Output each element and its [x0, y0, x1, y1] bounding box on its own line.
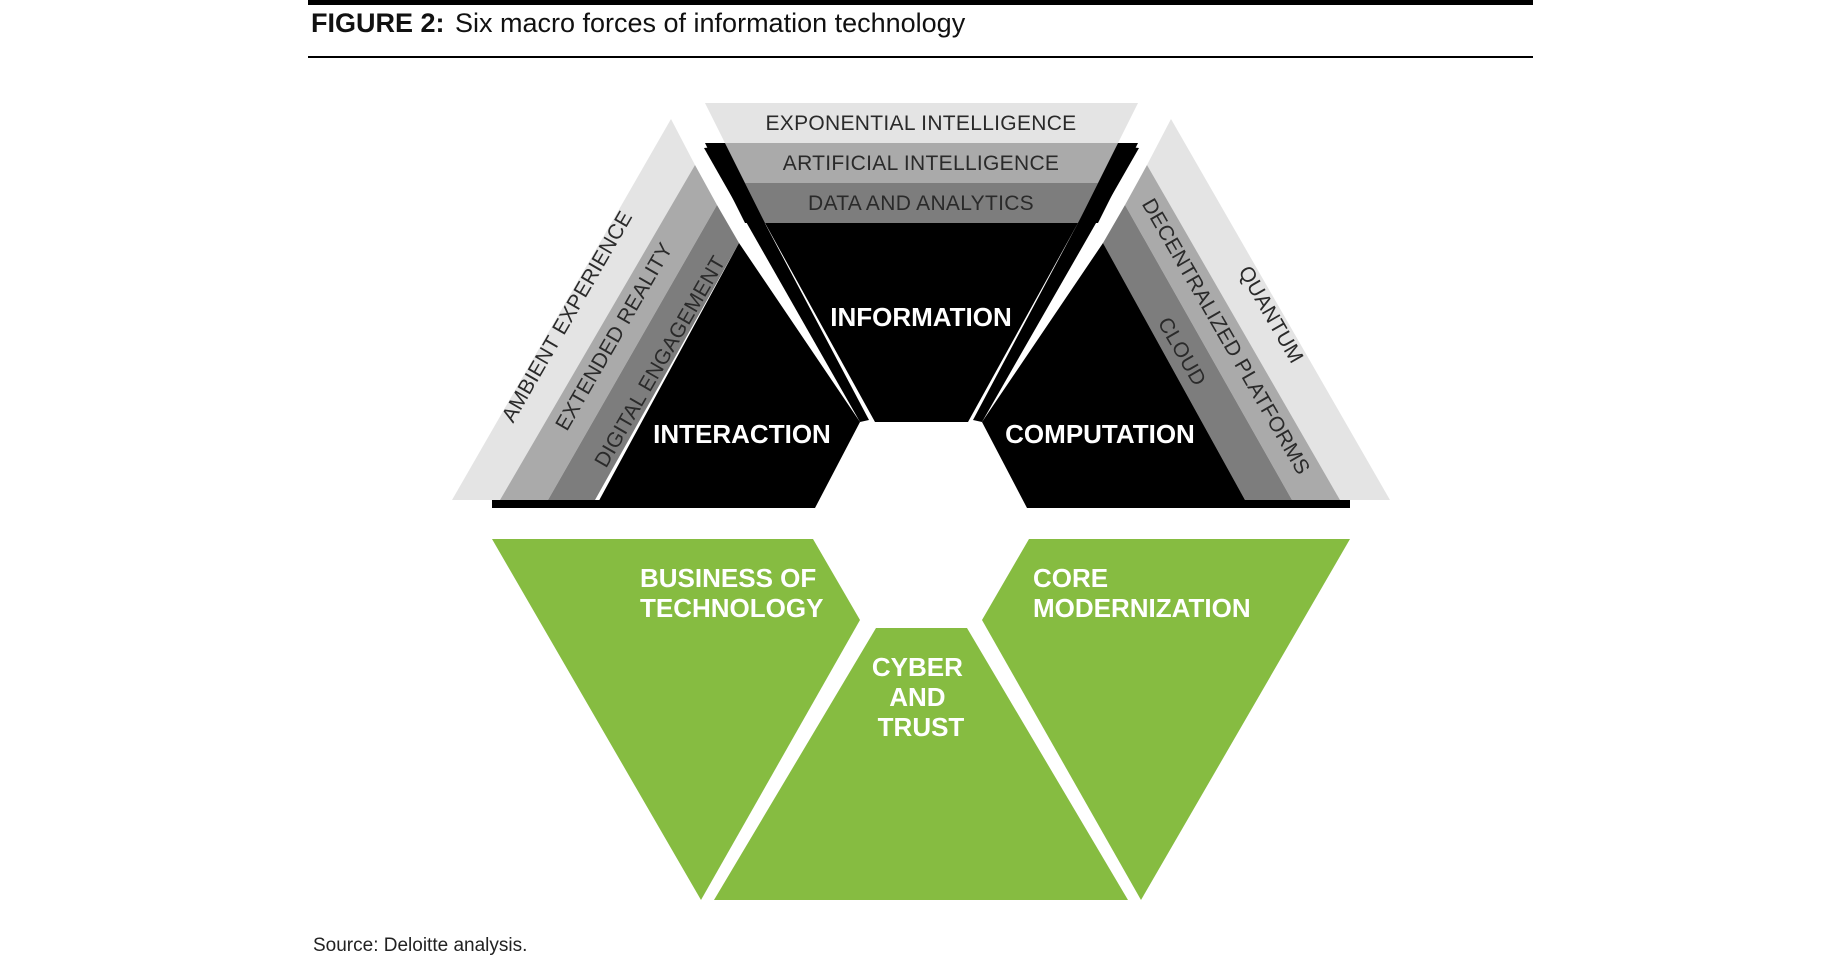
computation-bottom-edge [1027, 500, 1350, 508]
decentralized-platforms-band [1125, 165, 1340, 500]
artificial-intelligence-band [725, 143, 1118, 183]
computation-force: QUANTUM DECENTRALIZED PLATFORMS CLOUD CO… [973, 119, 1390, 508]
cyber-and-trust-force: CYBER AND TRUST [714, 628, 1128, 900]
information-force: EXPONENTIAL INTELLIGENCE ARTIFICIAL INTE… [705, 103, 1138, 422]
data-and-analytics-band [745, 183, 1098, 223]
business-of-technology-line1: BUSINESS OF [640, 563, 816, 593]
core-modernization-force: CORE MODERNIZATION [982, 539, 1350, 900]
figure-title: Six macro forces of information technolo… [455, 8, 966, 38]
business-of-technology-line2: TECHNOLOGY [640, 593, 823, 623]
computation-top-edge [973, 146, 1139, 422]
artificial-intelligence-label: ARTIFICIAL INTELLIGENCE [783, 152, 1059, 175]
figure-label: FIGURE 2: [311, 8, 445, 38]
caption-bottom-rule [308, 56, 1533, 58]
core-modernization-shape [982, 539, 1350, 900]
interaction-bottom-edge [492, 500, 815, 508]
computation-label: COMPUTATION [1005, 419, 1195, 449]
data-and-analytics-label: DATA AND ANALYTICS [808, 192, 1034, 215]
cyber-and-trust-line3: TRUST [878, 712, 965, 742]
core-modernization-line2: MODERNIZATION [1033, 593, 1251, 623]
cyber-and-trust-shape [714, 628, 1128, 900]
cyber-and-trust-line1: CYBER [872, 652, 963, 682]
interaction-label: INTERACTION [653, 419, 831, 449]
exponential-intelligence-label: EXPONENTIAL INTELLIGENCE [765, 112, 1076, 135]
figure-caption: FIGURE 2: Six macro forces of informatio… [311, 8, 966, 38]
information-core [765, 223, 1078, 422]
caption-top-rule [308, 0, 1533, 5]
information-label: INFORMATION [830, 302, 1012, 332]
extended-reality-band [500, 165, 717, 500]
exponential-intelligence-band [705, 103, 1138, 143]
business-of-technology-force: BUSINESS OF TECHNOLOGY [492, 539, 860, 900]
cloud-band [1103, 205, 1292, 500]
quantum-band [1147, 119, 1390, 500]
source-note: Source: Deloitte analysis. [313, 935, 527, 956]
interaction-top-edge [704, 146, 869, 422]
business-of-technology-shape [492, 539, 860, 900]
business-of-technology-label: BUSINESS OF TECHNOLOGY [640, 563, 823, 623]
digital-engagement-band [548, 205, 739, 500]
interaction-core [595, 243, 860, 508]
cyber-and-trust-label: CYBER AND TRUST [872, 652, 970, 742]
ambient-experience-band [452, 119, 695, 500]
cyber-and-trust-line2: AND [889, 682, 945, 712]
core-modernization-line1: CORE [1033, 563, 1108, 593]
core-modernization-label: CORE MODERNIZATION [1033, 563, 1251, 623]
computation-core [982, 243, 1245, 508]
